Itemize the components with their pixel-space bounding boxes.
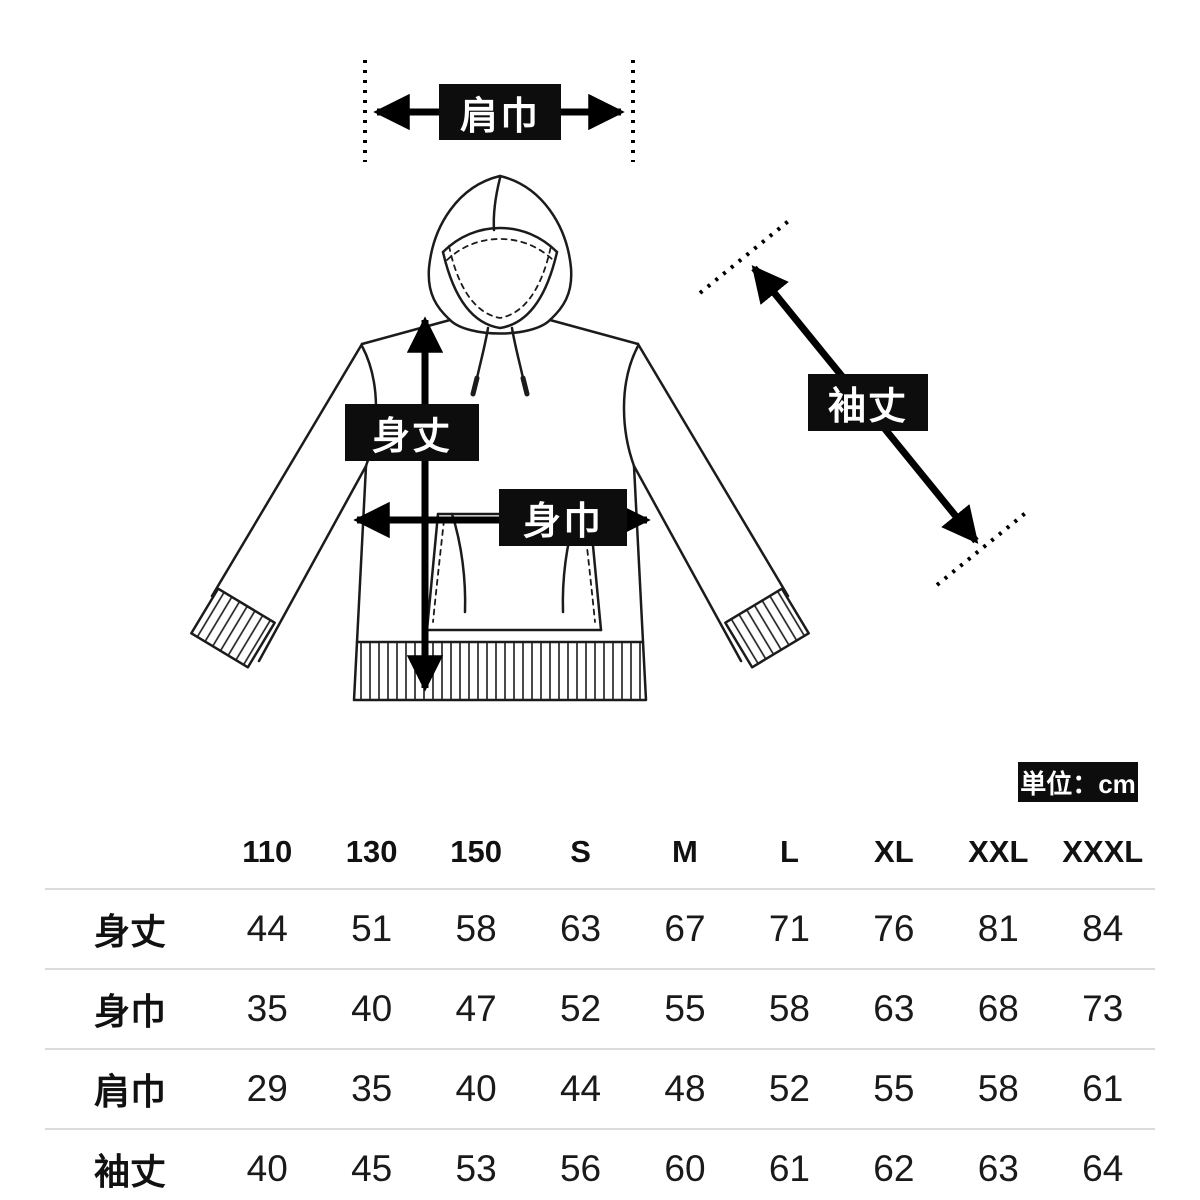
cell: 55: [873, 1068, 915, 1109]
body-width-label: 身巾: [499, 489, 627, 546]
cell: 47: [455, 988, 497, 1029]
cell: 81: [977, 908, 1019, 949]
cell: 60: [664, 1148, 706, 1189]
row-label: 身丈: [93, 911, 166, 952]
cell: 58: [977, 1068, 1019, 1109]
size-header: 110: [242, 834, 293, 869]
row-label: 身巾: [93, 991, 166, 1032]
cell: 67: [664, 908, 706, 949]
table-row-sleeve-length: 袖丈 40 45 53 56 60 61 62 63 64: [45, 1129, 1155, 1200]
cell: 40: [351, 988, 393, 1029]
cell: 56: [559, 1148, 602, 1189]
cell: 63: [559, 908, 602, 949]
size-header: S: [570, 834, 591, 869]
sleeve-guide-top: [698, 217, 793, 295]
shoulder-width-label: 肩巾: [439, 84, 561, 140]
cell: 61: [1082, 1068, 1124, 1109]
cell: 73: [1082, 988, 1124, 1029]
size-header: XXL: [968, 834, 1029, 869]
cell: 58: [455, 908, 497, 949]
unit-badge: 単位：cm: [1018, 762, 1138, 802]
table-row-body-width: 身巾 35 40 47 52 55 58 63 68 73: [45, 969, 1155, 1049]
cell: 40: [246, 1148, 288, 1189]
cell: 52: [768, 1068, 810, 1109]
cell: 61: [768, 1148, 810, 1189]
cell: 51: [351, 908, 393, 949]
body-length-label: 身丈: [345, 404, 479, 461]
hoodie-drawing: [190, 174, 810, 702]
cell: 44: [246, 908, 288, 949]
cell: 84: [1082, 908, 1124, 949]
row-label: 袖丈: [93, 1151, 166, 1192]
cell: 48: [664, 1068, 706, 1109]
cell: 44: [559, 1068, 602, 1109]
size-table-container: 110 130 150 S M L XL XXL XXXL 身丈 44 51 5…: [45, 826, 1155, 1200]
size-header: 150: [450, 834, 502, 869]
cell: 52: [559, 988, 602, 1029]
cell: 71: [768, 908, 810, 949]
cell: 76: [873, 908, 915, 949]
sleeve-length-label: 袖丈: [808, 374, 928, 431]
size-header-row: 110 130 150 S M L XL XXL XXXL: [45, 826, 1155, 889]
size-table: 110 130 150 S M L XL XXL XXXL 身丈 44 51 5…: [45, 826, 1155, 1200]
cell: 68: [977, 988, 1019, 1029]
cell: 63: [873, 988, 915, 1029]
row-label: 肩巾: [93, 1071, 166, 1112]
size-header: M: [672, 834, 698, 869]
sleeve-guide-bottom: [935, 509, 1030, 587]
cell: 35: [351, 1068, 393, 1109]
cell: 63: [977, 1148, 1019, 1189]
cell: 53: [455, 1148, 497, 1189]
cell: 62: [873, 1148, 915, 1189]
cell: 35: [246, 988, 288, 1029]
cell: 55: [664, 988, 706, 1029]
size-header: 130: [345, 834, 398, 869]
table-row-shoulder-width: 肩巾 29 35 40 44 48 52 55 58 61: [45, 1049, 1155, 1129]
cell: 64: [1082, 1148, 1124, 1189]
cell: 45: [351, 1148, 393, 1189]
table-row-body-length: 身丈 44 51 58 63 67 71 76 81 84: [45, 889, 1155, 969]
cell: 29: [246, 1068, 288, 1109]
cell: 58: [768, 988, 810, 1029]
size-header: XL: [874, 834, 914, 869]
size-header: XXXL: [1062, 834, 1144, 869]
size-header-empty: [45, 826, 215, 889]
size-header: L: [779, 834, 799, 869]
cell: 40: [455, 1068, 497, 1109]
